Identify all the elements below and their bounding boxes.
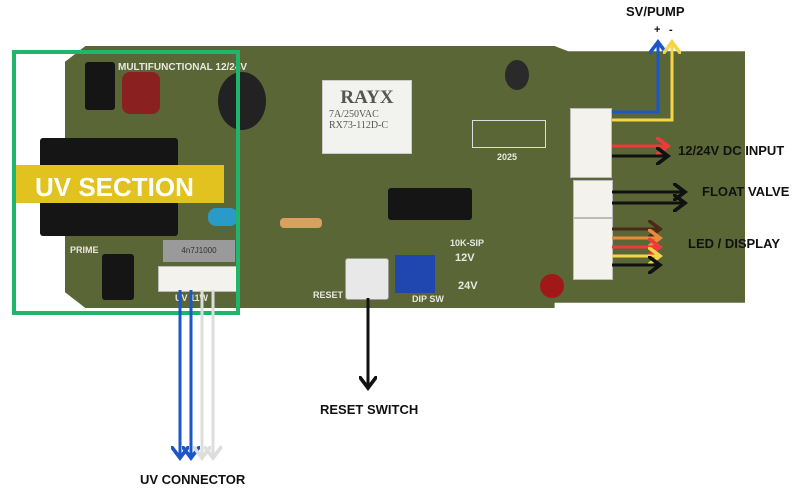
prime-label: PRIME [70,245,99,255]
regulator-top [85,62,115,110]
electrolytic-capacitor [505,60,529,90]
capacitor-red [122,72,160,114]
relay: RAYX 7A/250VAC RX73-112D-C [322,80,412,154]
regulator-bottom [102,254,134,300]
dip-switch[interactable] [395,255,435,293]
led-display-connector [573,218,613,280]
dc-input-label: 12/24V DC INPUT [678,143,785,158]
sv-minus-wire [612,42,672,122]
led-display-label: LED / DISPLAY [688,236,780,251]
float-valve-label: FLOAT VALVE [702,184,790,199]
uv-connector-port [158,266,238,292]
minus-label: - [669,24,673,36]
relay-model: RX73-112D-C [329,120,389,131]
inductor [218,72,266,130]
relay-brand: RAYX [340,87,394,108]
film-capacitor: 4n7J1000 [163,240,235,262]
plus-label: + [654,24,661,36]
uv-section-label: UV SECTION [35,172,194,202]
led-indicator [540,274,564,298]
uv-section-highlight [12,50,240,315]
reset-label: RESET [313,290,344,300]
board-title: MULTIFUNCTIONAL 12/24V [118,62,248,73]
dip-sw-label: DIP SW [412,294,444,304]
dip-table [472,120,546,148]
year-label: 2025 [497,152,518,162]
float-valve-connector [573,180,613,218]
sv-pump-dc-connector [570,108,612,178]
resistor [280,218,322,228]
relay-rating: 7A/250VAC [329,109,379,120]
24v-label: 24V [458,280,478,292]
sv-plus-wire [612,42,658,114]
capacitor-blue [208,208,238,226]
uv-section-tape [14,165,224,203]
sip-label: 10K-SIP [450,238,485,248]
sv-pump-label: SV/PUMP [626,4,685,19]
uv-connector-label: UV CONNECTOR [140,472,246,487]
12v-label: 12V [455,252,475,264]
ic-chip [388,188,472,220]
reset-switch-label: RESET SWITCH [320,402,419,417]
